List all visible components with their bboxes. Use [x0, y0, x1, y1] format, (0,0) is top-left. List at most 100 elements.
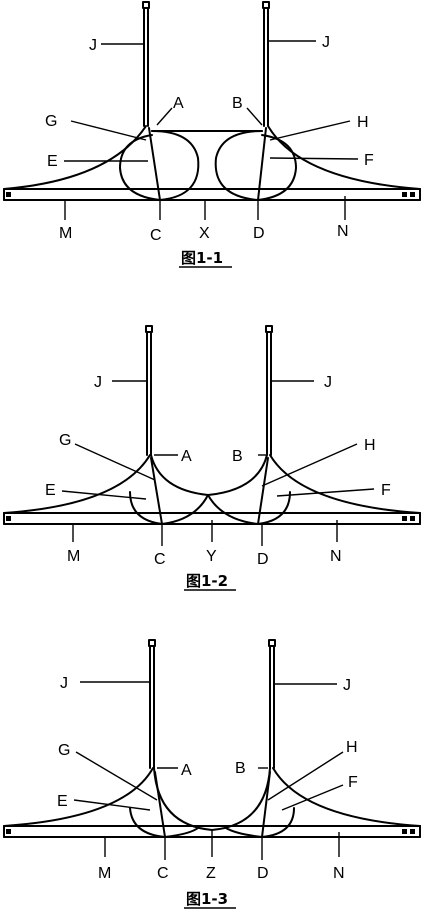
- leader-g: [74, 443, 156, 481]
- label-g: G: [59, 432, 71, 449]
- left-skirt-curve: [3, 454, 151, 514]
- left-outer-lobe: [119, 134, 161, 201]
- leader-f: [281, 784, 344, 811]
- left-outer-lobe: [129, 807, 166, 838]
- label-e: E: [57, 793, 68, 810]
- caption-fig-1-3: 图1-3: [186, 890, 228, 908]
- label-x: X: [199, 225, 210, 242]
- leader-g: [75, 751, 158, 801]
- label-d: D: [257, 551, 269, 568]
- label-j-right: J: [343, 677, 351, 694]
- label-j-right: J: [324, 374, 332, 391]
- label-c: C: [150, 227, 162, 244]
- right-inner-lobe: [207, 494, 259, 525]
- label-a: A: [181, 762, 192, 779]
- left-outer-lobe: [129, 491, 163, 525]
- label-e: E: [47, 153, 58, 170]
- leader-h: [267, 751, 344, 801]
- label-f: F: [381, 482, 391, 499]
- right-post: [262, 1, 270, 127]
- right-end-hole-2: [410, 829, 415, 834]
- left-end-hole: [6, 829, 11, 834]
- label-j-left: J: [94, 374, 102, 391]
- label-n: N: [333, 865, 345, 882]
- label-b: B: [232, 95, 243, 112]
- leader-h: [261, 443, 358, 487]
- right-outer-lobe: [257, 491, 291, 525]
- base-bar: [3, 188, 421, 201]
- center-u-curve: [153, 767, 271, 831]
- right-strut-b-d: [257, 457, 269, 525]
- label-j-right: J: [322, 34, 330, 51]
- left-post: [148, 639, 156, 769]
- figure-1-3: J J A B G H E F M C Z D N 图1-3: [3, 639, 421, 909]
- caption-fig-1-2: 图1-2: [186, 572, 228, 590]
- label-f: F: [364, 152, 374, 169]
- right-end-hole-1: [402, 192, 407, 197]
- label-n: N: [330, 548, 342, 565]
- label-g: G: [45, 113, 57, 130]
- label-b: B: [232, 448, 243, 465]
- label-b: B: [235, 760, 246, 777]
- left-inner-lobe: [161, 494, 209, 525]
- left-strut-a-c: [154, 771, 166, 838]
- label-y: Y: [206, 548, 217, 565]
- right-skirt-curve: [272, 767, 421, 827]
- leader-f: [276, 488, 375, 497]
- left-skirt-curve: [3, 767, 154, 827]
- label-m: M: [67, 548, 80, 565]
- left-skirt-curve: [3, 125, 147, 190]
- label-c: C: [157, 865, 169, 882]
- right-end-hole-1: [402, 516, 407, 521]
- left-post: [142, 1, 150, 127]
- label-n: N: [337, 223, 349, 240]
- right-outer-lobe: [261, 807, 295, 838]
- label-m: M: [59, 225, 72, 242]
- right-strut-b-d: [261, 771, 271, 838]
- figure-1-1: J J A B G H E F M C X D N 图1-1: [3, 1, 421, 268]
- leader-b: [246, 107, 263, 126]
- caption-fig-1-1: 图1-1: [181, 249, 223, 267]
- label-c: C: [154, 551, 166, 568]
- right-end-hole-1: [402, 829, 407, 834]
- right-strut-b-d: [257, 127, 267, 201]
- right-end-hole-2: [410, 516, 415, 521]
- right-post: [265, 325, 273, 456]
- left-end-hole: [6, 516, 11, 521]
- right-inner-lobe: [214, 130, 263, 201]
- label-h: H: [364, 437, 376, 454]
- leader-e: [73, 799, 151, 811]
- left-post: [145, 325, 153, 456]
- leader-e: [61, 490, 147, 500]
- label-e: E: [45, 482, 56, 499]
- label-h: H: [357, 114, 369, 131]
- left-end-hole: [6, 192, 11, 197]
- right-outer-lobe: [257, 134, 297, 201]
- left-inner-lobe: [164, 827, 199, 838]
- label-a: A: [173, 95, 184, 112]
- label-g: G: [58, 742, 70, 759]
- right-inner-lobe: [225, 827, 263, 838]
- leader-h: [269, 120, 351, 141]
- left-strut-a-c: [148, 127, 161, 201]
- label-d: D: [257, 865, 269, 882]
- label-j-left: J: [89, 37, 97, 54]
- left-strut-a-c: [150, 457, 163, 525]
- left-inner-lobe: [151, 130, 200, 201]
- leader-f: [269, 157, 359, 160]
- label-z: Z: [206, 865, 216, 882]
- right-skirt-curve: [269, 454, 421, 514]
- center-u-curve: [150, 454, 268, 496]
- label-m: M: [98, 865, 111, 882]
- label-d: D: [253, 225, 265, 242]
- label-a: A: [181, 448, 192, 465]
- label-h: H: [346, 739, 358, 756]
- figure-1-2: J J A B G H E F M C Y D N 图1-2: [3, 325, 421, 591]
- label-j-left: J: [60, 675, 68, 692]
- right-post: [268, 639, 276, 769]
- label-f: F: [348, 774, 358, 791]
- right-end-hole-2: [410, 192, 415, 197]
- leader-g: [70, 120, 147, 141]
- leader-a: [156, 107, 173, 126]
